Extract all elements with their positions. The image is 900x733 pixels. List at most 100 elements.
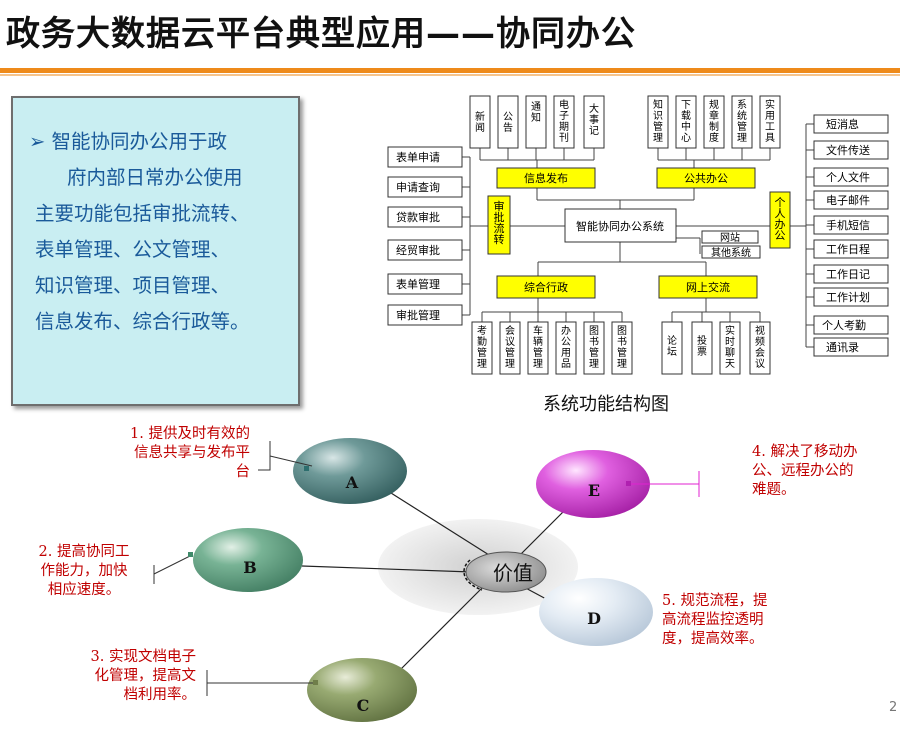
right-box-label: 手机短信	[826, 218, 870, 232]
bubble-letter: A	[345, 473, 359, 492]
right-boxes: 短消息 文件传送 个人文件 电子邮件 手机短信 工作日程 工作日记 工作计划 个…	[813, 114, 889, 357]
value-label: 价值	[493, 561, 533, 585]
category-personal: 个人办公	[775, 196, 786, 242]
other-system-box	[701, 245, 761, 259]
note-5: 5. 规范流程，提 高流程监控透明 度，提高效率。	[662, 592, 802, 649]
left-box-label: 经贸审批	[396, 243, 440, 257]
box-label: 图书管理	[589, 325, 599, 370]
note-4: 4. 解决了移动办 公、远程办公的 难题。	[752, 443, 892, 500]
category-online: 网上交流	[686, 280, 730, 294]
note-line: 1. 提供及时有效的	[130, 426, 250, 442]
right-box-label: 短消息	[826, 117, 859, 131]
box-label: 下载中心	[681, 100, 691, 144]
note-line: 化管理，提高文	[94, 668, 197, 684]
other-system-label: 其他系统	[711, 246, 751, 259]
bottom-right-boxes	[661, 321, 771, 375]
box-label: 电子期刊	[559, 98, 569, 144]
category-boxes: 信息发布 公共办公 综合行政 网上交流	[487, 167, 791, 299]
note-line: 公、远程办公的	[752, 463, 854, 479]
box-label: 视频会议	[755, 324, 765, 370]
bubble-d	[539, 578, 653, 646]
right-box-label: 文件传送	[826, 143, 870, 157]
value-center	[465, 551, 547, 593]
left-box-label: 贷款审批	[396, 210, 440, 224]
structure-connectors	[462, 123, 814, 348]
site-label: 网站	[720, 231, 740, 244]
note-1: 1. 提供及时有效的 信息共享与发布平 台	[96, 425, 250, 482]
bubble-c	[307, 658, 417, 722]
intro-line: 信息发布、综合行政等。	[35, 310, 250, 333]
intro-line: 知识管理、项目管理、	[35, 274, 231, 297]
page-number: 2	[889, 700, 898, 715]
bubble-b	[193, 528, 303, 592]
title-underline	[0, 68, 900, 73]
bubble-letter: B	[243, 558, 257, 577]
note-line: 难题。	[752, 482, 796, 498]
box-label: 实用工具	[765, 98, 775, 144]
bottom-left-boxes	[471, 321, 633, 375]
note-2: 2. 提高协同工 作能力，加快 相应速度。	[22, 543, 146, 600]
top-left-boxes	[469, 95, 605, 149]
box-label: 车辆管理	[533, 324, 543, 370]
category-public: 公共办公	[684, 172, 728, 185]
category-info: 信息发布	[524, 171, 568, 185]
bubble-letters: A B C D E	[243, 473, 601, 715]
intro-line: ➢ 智能协同办公用于政	[29, 130, 228, 153]
callout-brackets	[153, 441, 700, 696]
bubble-e	[536, 450, 650, 518]
box-label: 图书管理	[617, 325, 627, 370]
box-label: 大事记	[589, 102, 599, 137]
diagram-caption: 系统功能结构图	[543, 394, 669, 415]
right-box-label: 工作计划	[826, 291, 870, 304]
box-label: 投票	[697, 334, 707, 358]
left-box-label: 申请查询	[396, 180, 440, 194]
note-line: 高流程监控透明	[662, 612, 764, 628]
box-label: 系统管理	[737, 99, 747, 144]
note-line: 3. 实现文档电子	[90, 649, 196, 665]
top-right-boxes	[647, 95, 781, 149]
note-line: 信息共享与发布平	[134, 445, 250, 461]
note-line: 5. 规范流程，提	[662, 593, 768, 609]
category-admin: 综合行政	[524, 280, 568, 294]
right-box-label: 个人文件	[826, 170, 870, 184]
left-boxes: 表单申请 申请查询 贷款审批 经贸审批 表单管理 审批管理	[387, 146, 463, 326]
bubble-a	[293, 438, 407, 504]
box-label: 实时聊天	[725, 324, 735, 370]
intro-box: ➢ 智能协同办公用于政 府内部日常办公使用 主要功能包括审批流转、 表单管理、公…	[11, 96, 300, 406]
bubble-letter: C	[357, 696, 370, 715]
intro-line: 表单管理、公文管理、	[35, 238, 231, 261]
bubble-letter: E	[588, 481, 600, 500]
left-box-label: 审批管理	[396, 308, 440, 322]
box-label: 通知	[531, 101, 541, 124]
center-system-label: 智能协同办公系统	[576, 219, 664, 233]
right-box-label: 通讯录	[826, 341, 859, 354]
box-label: 会议管理	[505, 324, 515, 370]
site-box	[701, 230, 759, 244]
box-label: 办公用品	[561, 324, 571, 370]
center-system-box	[564, 208, 677, 243]
left-box-label: 表单申请	[396, 150, 440, 164]
vertical-category-labels: 审批流转 个人办公	[494, 196, 786, 246]
right-box-label: 工作日记	[826, 268, 870, 281]
bubble-letter: D	[587, 609, 601, 628]
note-3: 3. 实现文档电子 化管理，提高文 档利用率。	[56, 648, 196, 705]
right-box-label: 个人考勤	[822, 319, 866, 332]
box-label: 考勤管理	[477, 325, 487, 370]
box-label: 新闻	[475, 110, 485, 134]
box-label: 论坛	[667, 334, 677, 358]
note-line: 台	[235, 464, 251, 480]
note-line: 作能力，加快	[40, 563, 128, 579]
category-approve: 审批流转	[494, 199, 505, 246]
note-line: 档利用率。	[123, 687, 197, 703]
title-underline-light	[0, 74, 900, 76]
box-label: 公告	[503, 112, 513, 134]
note-line: 2. 提高协同工	[38, 544, 130, 560]
box-label: 知识管理	[653, 98, 663, 144]
note-line: 度，提高效率。	[662, 631, 764, 647]
intro-line: 主要功能包括审批流转、	[35, 202, 250, 225]
intro-line: 府内部日常办公使用	[67, 166, 243, 189]
vertical-labels: 新闻 公告 通知 电子期刊 大事记 知识管理 下载中心 规章制度 系统管理 实用…	[475, 98, 775, 370]
left-box-label: 表单管理	[396, 277, 440, 291]
page-title: 政务大数据云平台典型应用——协同办公	[6, 14, 636, 54]
